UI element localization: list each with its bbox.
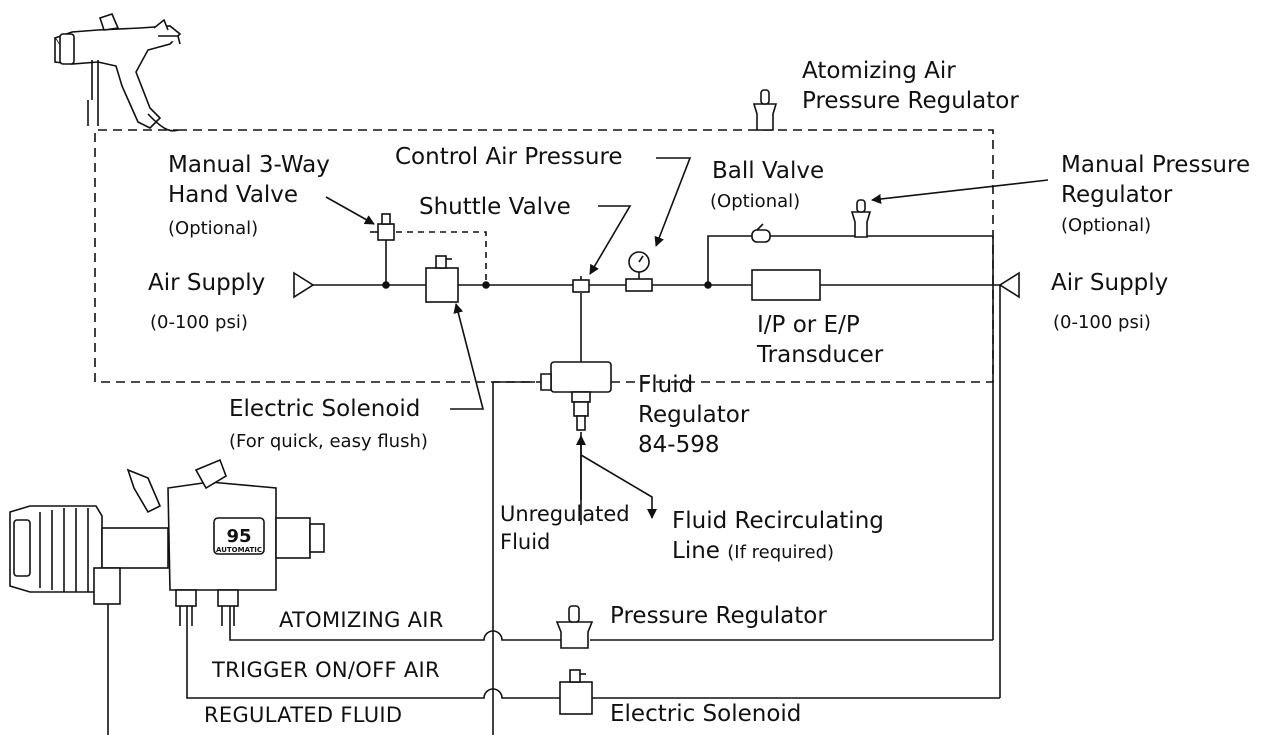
arrow-shuttle-valve [589, 205, 632, 275]
pressure-gauge [625, 251, 653, 292]
gun-badge-number: 95 [226, 526, 251, 547]
left-supply-triangle [293, 271, 315, 299]
right-supply-triangle [998, 271, 1020, 299]
regulated-fluid-label: REGULATED FLUID [204, 703, 403, 727]
pressure-regulator-bottom-label: Pressure Regulator [610, 603, 827, 629]
junction-dot [704, 281, 712, 289]
ball-valve-label: Ball Valve [712, 158, 825, 184]
manual-pressure-regulator-optional: (Optional) [1061, 215, 1152, 236]
manual-3way-valve [370, 213, 395, 241]
fluid-regulator [540, 361, 612, 431]
ball-valve-bypass [707, 235, 993, 285]
manual-spray-gun-illustration [53, 13, 182, 132]
air-supply-left-range: (0-100 psi) [150, 312, 248, 333]
atomizing-air-line [229, 595, 561, 641]
manual-pressure-regulator [850, 199, 872, 238]
bottom-electric-solenoid [559, 669, 593, 715]
electric-solenoid-label: Electric Solenoid [229, 396, 421, 422]
electric-solenoid-bottom-label: Electric Solenoid [610, 701, 802, 727]
control-air-pressure-label: Control Air Pressure [395, 144, 623, 170]
fluid-recirculating-label: Fluid Recirculating Line (If required) [672, 508, 884, 564]
automatic-spray-gun-illustration [9, 458, 325, 626]
trigger-air-label: TRIGGER ON/OFF AIR [212, 658, 440, 682]
gun-badge-text: AUTOMATIC [216, 546, 262, 554]
air-supply-right-range: (0-100 psi) [1053, 312, 1151, 333]
arrow-control-air [654, 157, 692, 247]
shuttle-valve-label: Shuttle Valve [419, 194, 571, 220]
fluid-regulator-label: Fluid Regulator 84-598 [638, 372, 750, 458]
trigger-air-line [186, 595, 560, 699]
junction-dot [482, 281, 490, 289]
air-supply-right-label: Air Supply [1051, 270, 1169, 296]
shuttle-valve [572, 276, 590, 293]
atomizing-air-regulator [752, 89, 778, 131]
junction-dot [382, 281, 390, 289]
transducer-label: I/P or E/P Transducer [757, 312, 884, 368]
unregulated-fluid-label: Unregulated Fluid [500, 502, 630, 554]
electric-solenoid-note: (For quick, easy flush) [229, 431, 428, 452]
transducer-box [751, 269, 821, 301]
atomizing-regulator-label: Atomizing Air Pressure Regulator [802, 58, 1019, 114]
arrow-manual-valve [325, 196, 375, 225]
electric-solenoid-valve [425, 255, 459, 303]
air-supply-left-label: Air Supply [148, 270, 266, 296]
ball-valve-optional: (Optional) [710, 191, 801, 212]
ball-valve [751, 223, 771, 243]
atomizing-air-label: ATOMIZING AIR [279, 608, 444, 632]
manual-valve-label: Manual 3-Way Hand Valve [168, 152, 330, 208]
manual-valve-optional: (Optional) [168, 218, 259, 239]
arrow-manual-regulator [871, 179, 1049, 204]
dashed-valve-branch [396, 231, 487, 285]
bottom-pressure-regulator [555, 605, 594, 649]
recirculating-line [580, 454, 657, 519]
manual-pressure-regulator-label: Manual Pressure Regulator [1061, 152, 1251, 208]
arrow-electric-solenoid [450, 303, 485, 410]
